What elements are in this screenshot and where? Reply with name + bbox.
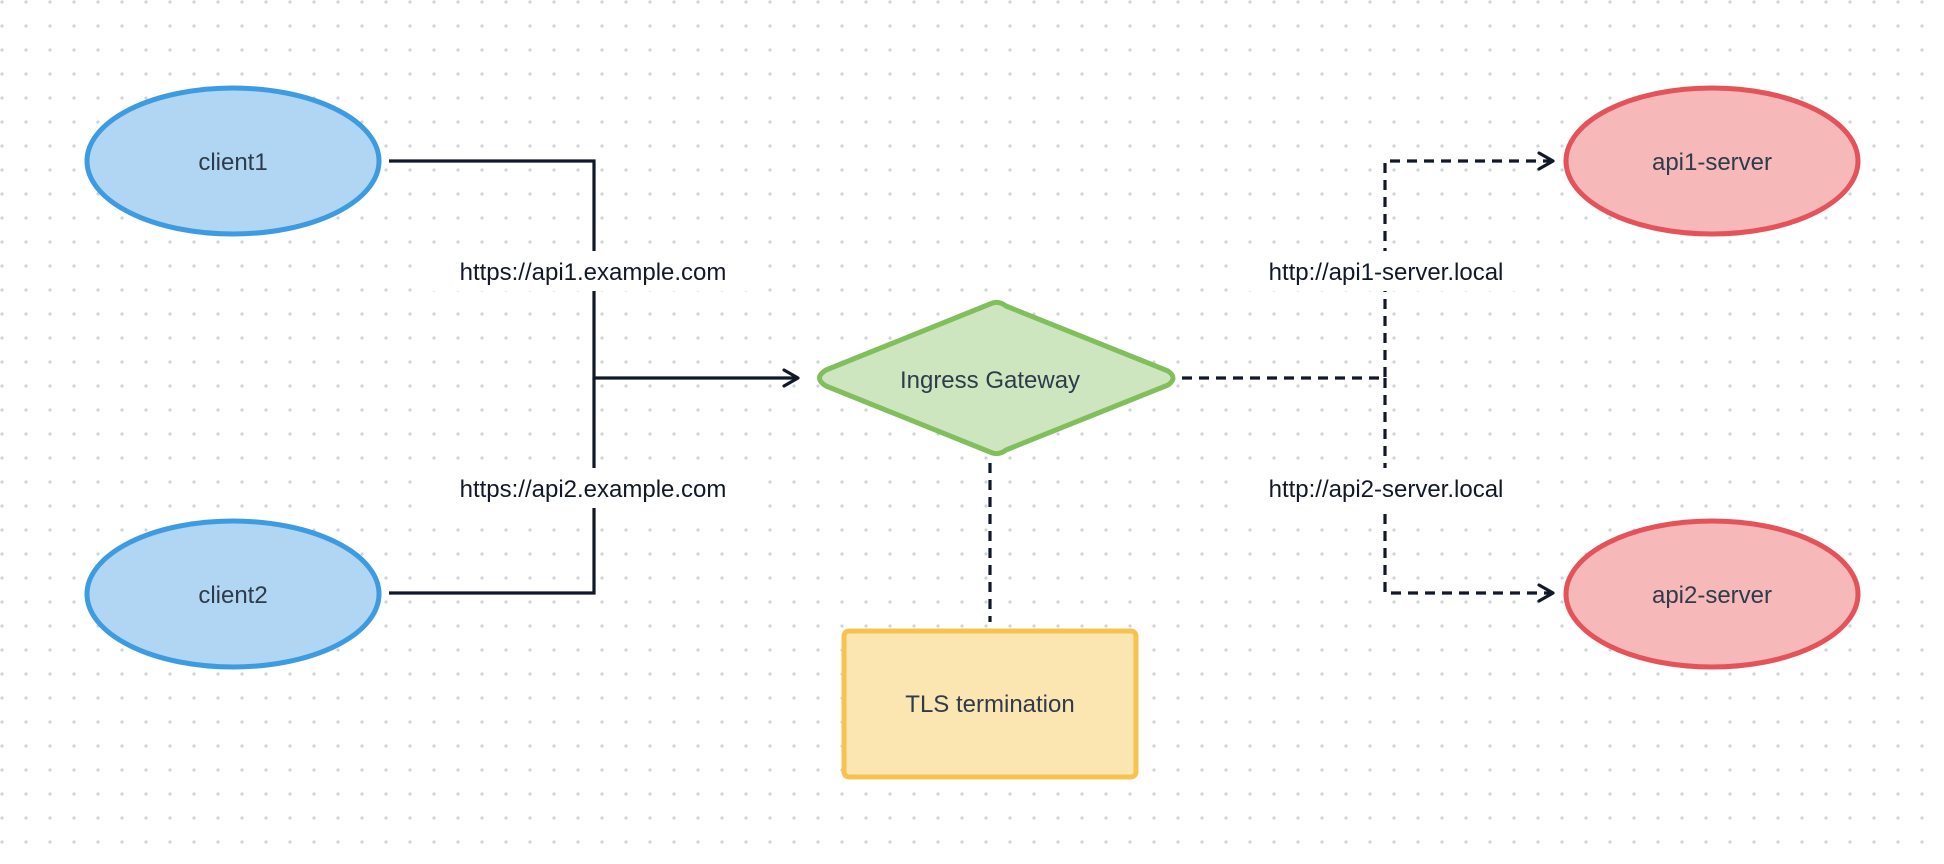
edge-client2-to-gateway[interactable] — [389, 378, 596, 595]
node-label: Ingress Gateway — [900, 367, 1080, 394]
client1-shape — [84, 85, 382, 237]
edge-label-text: https://api2.example.com — [460, 476, 727, 503]
node-label: api2-server — [1652, 582, 1772, 609]
node-ingress-gateway[interactable]: Ingress Gateway — [817, 299, 1176, 457]
node-client2[interactable]: client2 — [84, 518, 382, 670]
edge-label-text: http://api1-server.local — [1269, 259, 1504, 286]
edge-label-api2-example: https://api2.example.com — [432, 468, 754, 508]
edge-label-text: https://api1.example.com — [460, 259, 727, 286]
edge-label-text: http://api2-server.local — [1269, 476, 1504, 503]
tls-termination-shape — [841, 628, 1139, 780]
node-api2-server[interactable]: api2-server — [1563, 518, 1861, 670]
node-api1-server[interactable]: api1-server — [1563, 85, 1861, 237]
gateway-shape — [817, 299, 1176, 457]
api1-server-shape — [1563, 85, 1861, 237]
edge-label-api1-example: https://api1.example.com — [432, 251, 754, 291]
api2-server-shape — [1563, 518, 1861, 670]
node-tls-termination[interactable]: TLS termination — [841, 628, 1139, 780]
node-label: client2 — [198, 582, 267, 609]
node-label: client1 — [198, 149, 267, 176]
node-label: TLS termination — [905, 691, 1074, 718]
client2-shape — [84, 518, 382, 670]
edge-gateway-to-api2-server[interactable] — [1383, 378, 1555, 603]
node-client1[interactable]: client1 — [84, 85, 382, 237]
edge-label-api1-server-local: http://api1-server.local — [1237, 251, 1535, 291]
edge-label-api2-server-local: http://api2-server.local — [1237, 468, 1535, 508]
node-label: api1-server — [1652, 149, 1772, 176]
